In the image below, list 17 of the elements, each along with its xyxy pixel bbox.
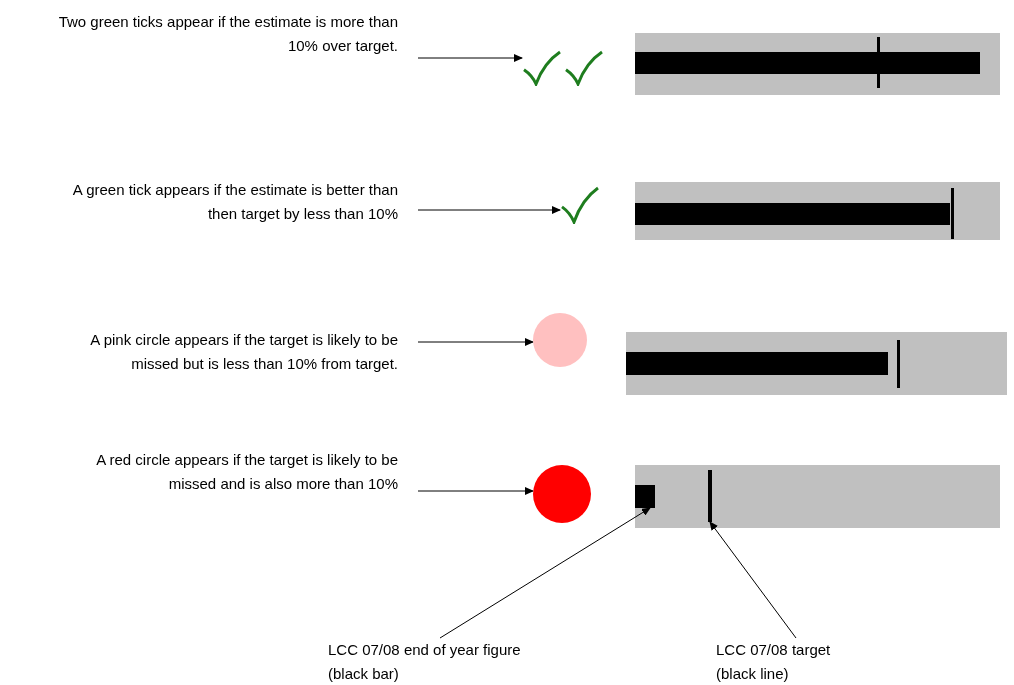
double-tick-icon	[522, 50, 604, 86]
callout-label: (black bar)	[328, 664, 399, 684]
tick-icon	[560, 186, 602, 224]
bar	[635, 485, 655, 508]
arrow	[417, 487, 534, 495]
callout-label: LCC 07/08 end of year figure	[328, 640, 521, 660]
description-text: A green tick appears if the estimate is better than then target by less than 10%	[71, 180, 398, 224]
arrow	[417, 206, 561, 214]
callout-label: LCC 07/08 target	[716, 640, 831, 660]
description-text: Two green ticks appear if the estimate is more than 10% over target.	[57, 12, 398, 56]
leader-line	[439, 507, 651, 639]
description-text: A red circle appears if the target is likely to be missed and is also more than 10%	[95, 450, 398, 494]
arrow	[417, 338, 534, 346]
arrow	[417, 54, 523, 62]
description-text: A pink circle appears if the target is likely to be missed but is less than 10% from target.	[89, 330, 398, 374]
leader-line	[709, 521, 797, 639]
callout-label: (black line)	[716, 664, 789, 684]
